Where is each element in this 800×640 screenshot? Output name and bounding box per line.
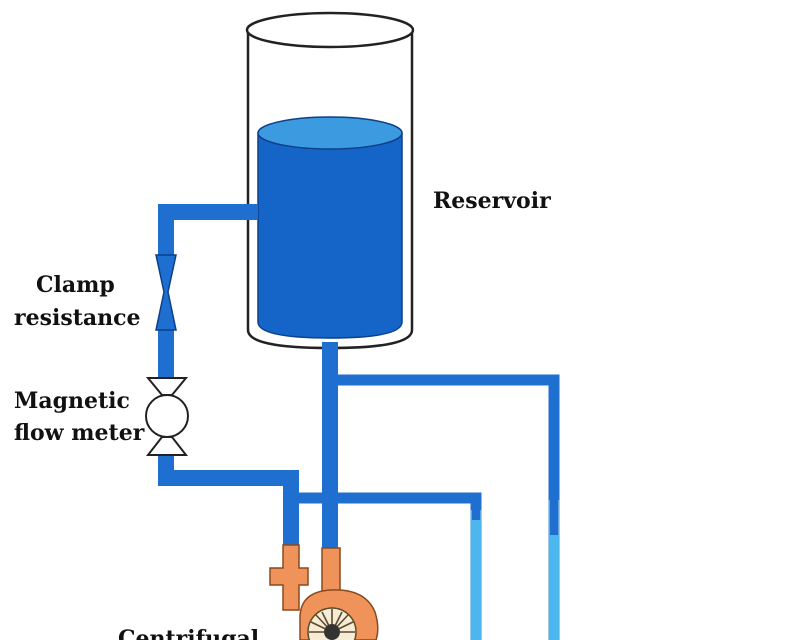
label-reservoir: Reservoir (433, 188, 551, 214)
label-meter-line1: Magnetic (14, 388, 130, 414)
flow-meter-body (145, 394, 189, 438)
reservoir (245, 11, 415, 350)
impeller-icon (307, 607, 357, 640)
manometer-fluid-right (549, 535, 559, 640)
label-meter-line2: flow meter (14, 420, 145, 446)
flow-meter-bottom-cone (145, 436, 189, 456)
pipe-reservoir-to-clamp (158, 204, 258, 255)
manometer (470, 500, 560, 640)
clamp-resistance (155, 254, 177, 331)
pipe-manometer-feed (291, 492, 482, 520)
label-pump: Centrifugal (118, 626, 259, 640)
pipe-right-loop (330, 374, 560, 535)
pipe-network (158, 204, 560, 548)
reservoir-water (257, 132, 403, 339)
manometer-tube (470, 500, 560, 640)
centrifugal-pump (269, 544, 379, 640)
reservoir-rim (245, 11, 415, 49)
reservoir-water-surface (257, 116, 403, 150)
label-clamp-line2: resistance (14, 305, 141, 331)
valve-icon (145, 377, 189, 456)
pipe-meter-to-pump (158, 455, 299, 545)
label-clamp-line1: Clamp (36, 272, 115, 298)
clamp-body (155, 254, 177, 331)
pump-inlet-fitting (269, 544, 309, 611)
manometer-fluid-left (471, 520, 481, 640)
flow-meter-top-cone (145, 377, 189, 396)
